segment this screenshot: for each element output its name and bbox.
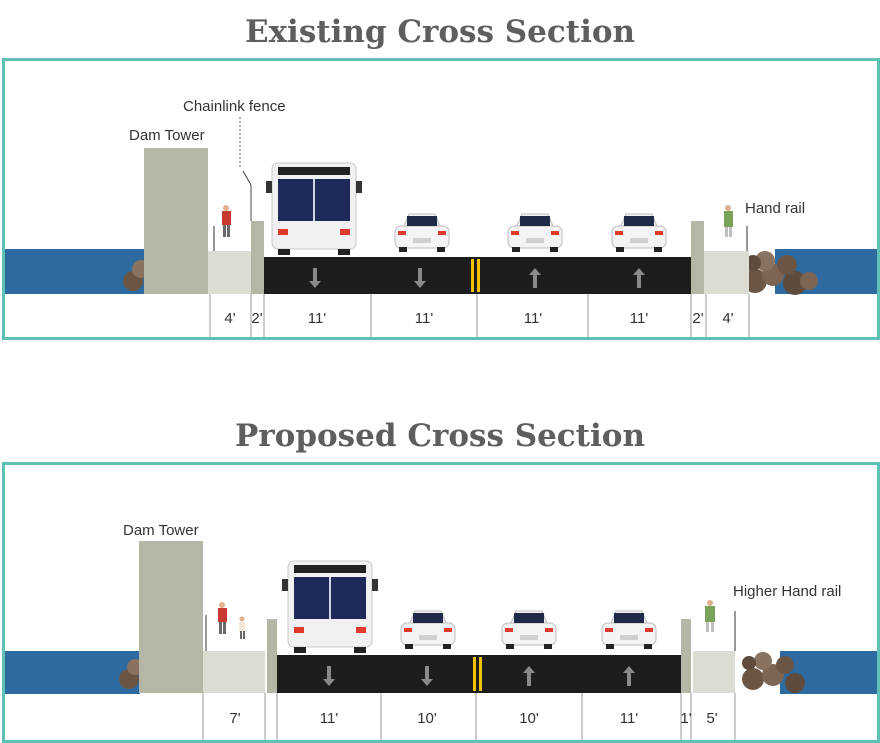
arrow-up-icon bbox=[633, 268, 645, 288]
sidewalk-left bbox=[208, 251, 251, 294]
car-icon bbox=[507, 213, 563, 253]
width-label: 4' bbox=[224, 310, 235, 327]
proposed-cross-section-diagram: Dam Tower Higher Hand rail 7' 11' 10' 10… bbox=[5, 522, 877, 740]
dam-tower bbox=[144, 148, 208, 294]
bus-icon bbox=[281, 560, 379, 654]
arrow-down-icon bbox=[323, 666, 335, 686]
width-label: 5' bbox=[706, 710, 717, 727]
pedestrian-icon bbox=[222, 205, 231, 237]
water-left bbox=[5, 249, 145, 294]
pedestrian-icon bbox=[705, 600, 715, 632]
centerline-stripe bbox=[479, 657, 482, 691]
label-hand-rail: Hand rail bbox=[745, 200, 805, 217]
rocks-right bbox=[742, 652, 805, 693]
arrow-down-icon bbox=[414, 268, 426, 288]
centerline-stripe bbox=[473, 657, 476, 691]
existing-cross-section-panel: Chainlink fence Dam Tower Hand rail 4' 2… bbox=[2, 58, 880, 340]
arrow-down-icon bbox=[309, 268, 321, 288]
width-label: 11' bbox=[630, 310, 649, 327]
car-icon bbox=[394, 213, 450, 253]
arrow-up-icon bbox=[623, 666, 635, 686]
chainlink-fence bbox=[242, 170, 252, 186]
width-label: 7' bbox=[229, 710, 240, 727]
sidewalk-right bbox=[704, 251, 749, 294]
width-label: 11' bbox=[320, 710, 339, 727]
car-icon bbox=[400, 610, 456, 650]
proposed-section-title: Proposed Cross Section bbox=[235, 418, 645, 454]
barrier-right bbox=[681, 619, 691, 693]
arrow-down-icon bbox=[421, 666, 433, 686]
barrier-left bbox=[267, 619, 277, 693]
width-label: 11' bbox=[308, 310, 327, 327]
car-icon bbox=[501, 610, 557, 650]
width-label: 2' bbox=[692, 310, 703, 327]
pedestrian-icon bbox=[724, 205, 733, 237]
centerline-stripe bbox=[471, 259, 474, 292]
centerline-stripe bbox=[477, 259, 480, 292]
barrier-left bbox=[251, 221, 264, 294]
proposed-cross-section-panel: Dam Tower Higher Hand rail 7' 11' 10' 10… bbox=[2, 462, 880, 743]
existing-section-title: Existing Cross Section bbox=[244, 14, 636, 50]
arrow-up-icon bbox=[529, 268, 541, 288]
label-dam-tower: Dam Tower bbox=[129, 127, 205, 144]
barrier-right bbox=[691, 221, 704, 294]
car-icon bbox=[601, 610, 657, 650]
label-dam-tower: Dam Tower bbox=[123, 522, 199, 539]
width-label: 11' bbox=[620, 710, 639, 727]
label-chainlink-fence: Chainlink fence bbox=[183, 98, 286, 115]
bus-icon bbox=[265, 162, 363, 256]
dam-tower bbox=[139, 541, 203, 693]
width-label: 1' bbox=[680, 710, 691, 727]
width-label: 11' bbox=[415, 310, 434, 327]
sidewalk-right bbox=[693, 651, 735, 693]
water-left bbox=[5, 651, 140, 694]
label-higher-hand-rail: Higher Hand rail bbox=[733, 583, 841, 600]
child-pedestrian-icon bbox=[239, 616, 245, 639]
width-label: 4' bbox=[722, 310, 733, 327]
width-label: 10' bbox=[417, 710, 437, 727]
width-label: 11' bbox=[524, 310, 543, 327]
width-label: 10' bbox=[519, 710, 539, 727]
width-label: 2' bbox=[251, 310, 262, 327]
arrow-up-icon bbox=[523, 666, 535, 686]
pedestrian-icon bbox=[218, 602, 227, 634]
car-icon bbox=[611, 213, 667, 253]
sidewalk-left bbox=[203, 651, 265, 693]
existing-cross-section-diagram: Chainlink fence Dam Tower Hand rail 4' 2… bbox=[5, 98, 877, 337]
